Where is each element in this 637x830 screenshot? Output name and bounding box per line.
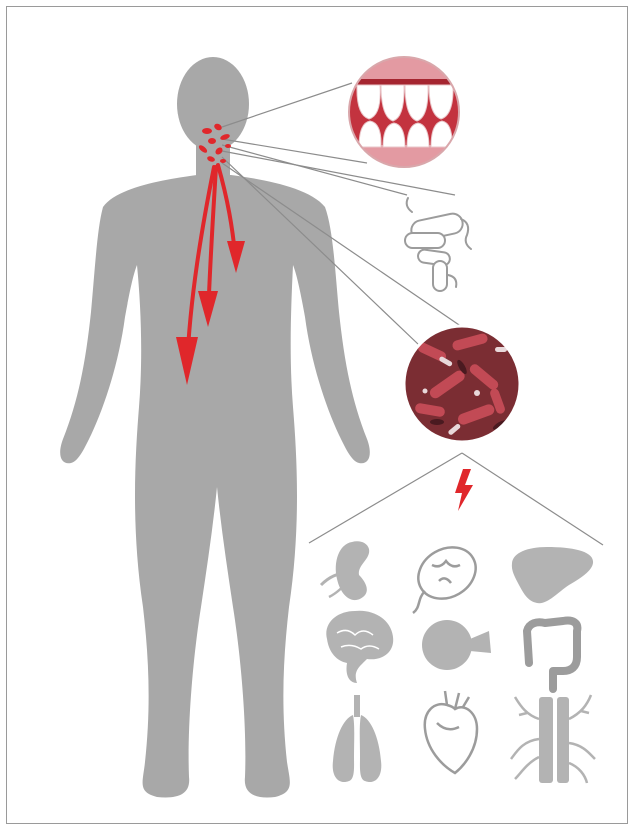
- bacillus-bacteria-icon: [405, 198, 471, 291]
- lightning-bolt-icon: [455, 469, 473, 511]
- heart-icon: [425, 691, 477, 773]
- oral-bacteria-diagram: [7, 7, 627, 823]
- intestine-icon: [527, 620, 577, 689]
- placenta-icon: [409, 537, 485, 613]
- liver-icon: [512, 547, 593, 603]
- lungs-icon: [333, 695, 382, 782]
- eye-icon: [422, 620, 491, 670]
- blood-vessels-icon: [511, 695, 595, 783]
- kidney-icon: [321, 541, 369, 600]
- gums-teeth-icon: [347, 55, 462, 170]
- brain-icon: [326, 611, 393, 683]
- organ-icons: [321, 537, 595, 783]
- bacteria-micrograph-icon: [402, 324, 522, 444]
- diagram-frame: [6, 6, 628, 824]
